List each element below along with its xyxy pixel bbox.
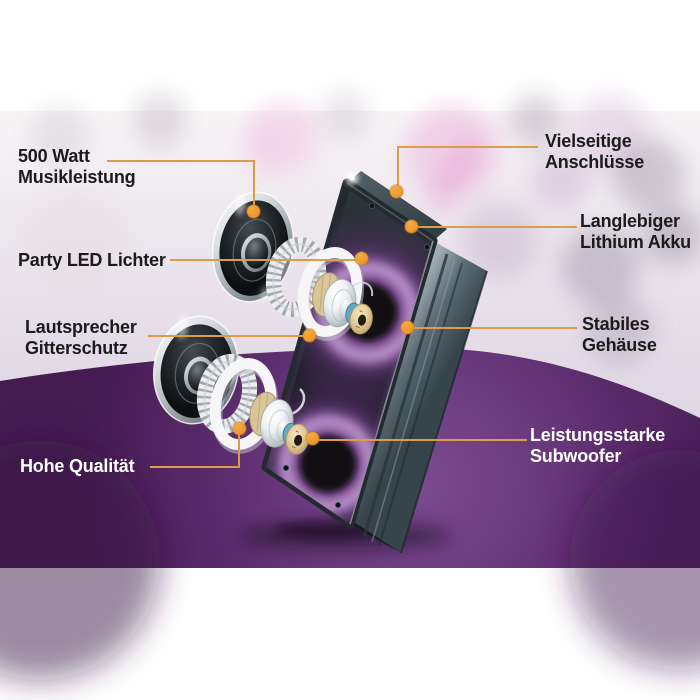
callout-line-500-watt-h	[107, 160, 254, 162]
driver-set-lower	[152, 315, 309, 455]
callout-label-lithium-akku: Langlebiger Lithium Akku	[580, 211, 691, 253]
callout-label-subwoofer: Leistungsstarke Subwoofer	[530, 425, 665, 467]
callout-dot-gitterschutz	[303, 329, 316, 342]
label-text-line: Subwoofer	[530, 446, 622, 466]
callout-line-hohe-qualitaet-h	[150, 466, 240, 468]
callout-label-hohe-qualitaet: Hohe Qualität	[20, 456, 135, 477]
callout-label-gitterschutz: Lautsprecher Gitterschutz	[25, 317, 137, 359]
callout-line-500-watt-v	[253, 160, 255, 207]
label-text-line: Party LED Lichter	[18, 250, 166, 270]
callout-line-hohe-qualitaet-v	[238, 434, 240, 468]
callout-dot-party-led	[355, 252, 368, 265]
callout-line-subwoofer	[317, 439, 527, 441]
callout-line-anschluesse-h	[398, 146, 538, 148]
label-text-line: Lautsprecher	[25, 317, 137, 337]
callout-dot-gehaeuse	[401, 321, 414, 334]
label-text-line: Lithium Akku	[580, 232, 691, 252]
cabinet-screws	[282, 202, 430, 508]
callout-line-lithium-akku	[416, 226, 577, 228]
callout-dot-anschluesse	[390, 185, 403, 198]
callout-label-anschluesse: Vielseitige Anschlüsse	[545, 131, 644, 173]
blurred-crowd-and-light-flares	[27, 92, 700, 365]
callout-label-party-led: Party LED Lichter	[18, 250, 166, 271]
callout-line-gitterschutz	[148, 335, 308, 337]
magnet-stack-upper	[312, 272, 373, 335]
callout-line-party-led	[170, 259, 362, 261]
label-text-line: Langlebiger	[580, 211, 680, 231]
callout-dot-lithium-akku	[405, 220, 418, 233]
magnet-stack-lower	[249, 391, 309, 455]
voice-coil-wire-upper	[351, 281, 374, 297]
callout-dot-hohe-qualitaet	[233, 422, 246, 435]
driver-set-upper	[211, 191, 374, 341]
label-text-line: Hohe Qualität	[20, 456, 135, 476]
callout-dot-subwoofer	[306, 432, 319, 445]
label-text-line: Stabiles	[582, 314, 650, 334]
label-text-line: Gitterschutz	[25, 338, 128, 358]
label-text-line: 500 Watt	[18, 146, 90, 166]
cabinet-side-face	[350, 241, 487, 553]
callout-label-500-watt: 500 Watt Musikleistung	[18, 146, 136, 188]
callout-dot-500-watt	[247, 205, 260, 218]
callout-label-gehaeuse: Stabiles Gehäuse	[582, 314, 657, 356]
label-text-line: Gehäuse	[582, 335, 657, 355]
cabinet-top-face	[347, 171, 447, 241]
label-text-line: Leistungsstarke	[530, 425, 666, 445]
callout-line-gehaeuse	[412, 327, 577, 329]
label-text-line: Anschlüsse	[545, 152, 645, 172]
cabinet-corner-glint	[346, 172, 358, 184]
label-text-line: Vielseitige	[545, 131, 632, 151]
callout-line-anschluesse-v	[397, 146, 399, 188]
label-text-line: Musikleistung	[18, 167, 136, 187]
